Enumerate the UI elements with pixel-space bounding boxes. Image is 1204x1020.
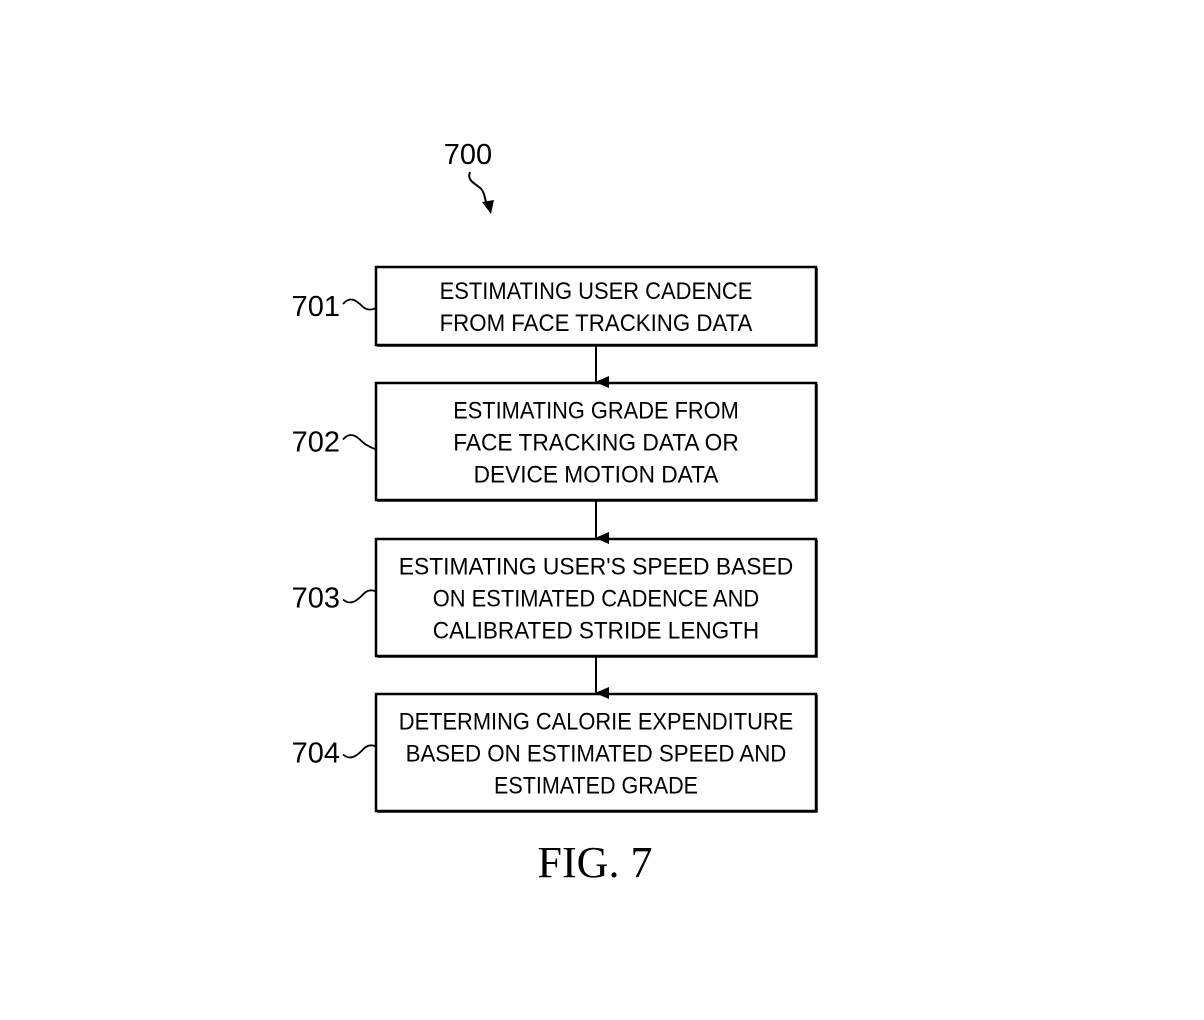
step-text-line: ESTIMATING GRADE FROM: [453, 398, 739, 425]
step-text-line: ESTIMATING USER'S SPEED BASED: [399, 554, 793, 581]
step-box-shadow: [377, 695, 818, 813]
leader-line-squiggle-icon: [342, 744, 377, 759]
step-text-line: BASED ON ESTIMATED SPEED AND: [406, 741, 787, 768]
reference-squiggle-arrow-icon: [468, 171, 489, 207]
step-text-line: DETERMING CALORIE EXPENDITURE: [399, 709, 793, 736]
step-box: [374, 692, 818, 813]
leader-line-squiggle-icon: [342, 298, 377, 311]
figure-label: FIG. 7: [538, 838, 653, 887]
flowchart-steps: ESTIMATING USER CADENCE FROM FACE TRACKIN…: [292, 265, 818, 813]
diagram-reference: 700: [444, 139, 494, 214]
step-text-line: FROM FACE TRACKING DATA: [440, 310, 753, 337]
step-box: [374, 537, 818, 658]
step-text-line: CALIBRATED STRIDE LENGTH: [433, 618, 759, 645]
flowchart-step-703: ESTIMATING USER'S SPEED BASED ON ESTIMATE…: [292, 537, 818, 658]
step-text-line: ON ESTIMATED CADENCE AND: [433, 586, 759, 613]
step-reference-number: 703: [292, 583, 340, 615]
step-box: [374, 265, 818, 347]
leader-line-squiggle-icon: [342, 589, 377, 604]
step-text-line: ESTIMATED GRADE: [494, 773, 698, 800]
flowchart-step-702: ESTIMATING GRADE FROM FACE TRACKING DATA …: [292, 381, 818, 502]
leader-line-squiggle-icon: [342, 434, 377, 451]
step-text-line: ESTIMATING USER CADENCE: [440, 278, 753, 305]
step-box-shadow: [377, 384, 818, 502]
reference-arrowhead-icon: [482, 200, 494, 214]
step-reference-number: 704: [292, 738, 340, 770]
diagram-reference-number: 700: [444, 139, 492, 171]
step-box-shadow: [377, 268, 818, 347]
flowchart-step-701: ESTIMATING USER CADENCE FROM FACE TRACKIN…: [292, 265, 818, 347]
flowchart-step-704: DETERMING CALORIE EXPENDITURE BASED ON ES…: [292, 692, 818, 813]
step-text-line: DEVICE MOTION DATA: [474, 462, 719, 489]
step-reference-number: 701: [292, 291, 340, 323]
step-reference-number: 702: [292, 427, 340, 459]
step-box: [374, 381, 818, 502]
step-text-line: FACE TRACKING DATA OR: [453, 430, 739, 457]
step-box-shadow: [377, 540, 818, 658]
